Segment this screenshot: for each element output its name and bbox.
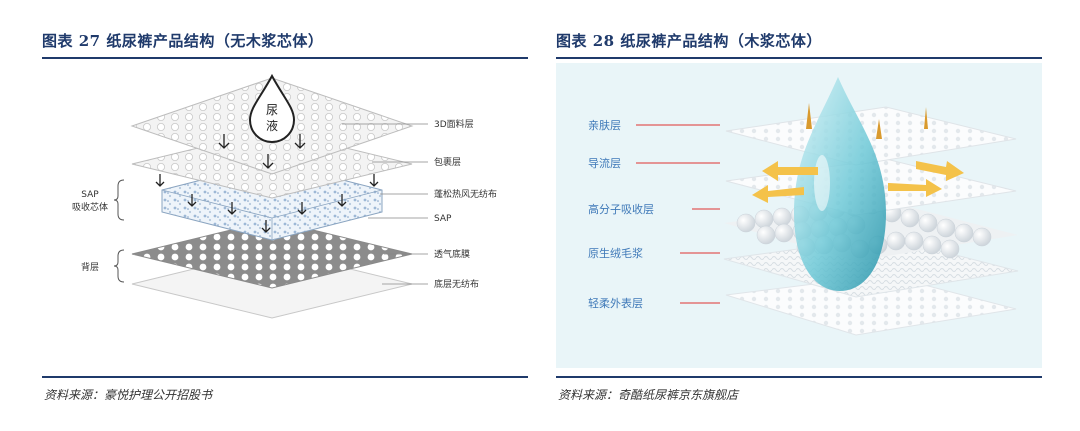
backsheet-brace — [113, 249, 125, 283]
label-hot-air-nonwoven: 蓬松热风无纺布 — [434, 188, 497, 200]
urine-drop-icon — [248, 73, 296, 143]
label-diversion: 导流层 — [588, 156, 621, 170]
drop-text-1: 尿 — [266, 103, 278, 117]
source-rule — [556, 376, 1042, 378]
label-polymer-absorbent: 高分子吸收层 — [588, 202, 654, 216]
liquid-spikes — [806, 103, 928, 139]
title-rule — [556, 57, 1042, 59]
title-rule — [42, 57, 528, 59]
label-wrap: 包裹层 — [434, 156, 461, 168]
sap-core-brace — [113, 179, 125, 221]
figure-28-source: 资料来源：奇酷纸尿裤京东旗舰店 — [558, 388, 739, 402]
figure-27-panel: 图表 27 纸尿裤产品结构（无木浆芯体） 尿 液 — [42, 0, 528, 431]
figure-27-source: 资料来源：豪悦护理公开招股书 — [44, 388, 213, 402]
figure-28-panel: 图表 28 纸尿裤产品结构（木浆芯体） — [556, 0, 1042, 431]
drop-text-2: 液 — [266, 118, 278, 133]
label-sap: SAP — [434, 214, 452, 224]
label-bottom-nonwoven: 底层无纺布 — [434, 278, 479, 290]
leader-lines — [342, 123, 428, 285]
label-3d-top: 3D面料层 — [434, 118, 474, 130]
flow-arrows — [155, 134, 379, 233]
source-rule — [42, 376, 528, 378]
group-backsheet-label: 背层 — [81, 261, 99, 273]
label-soft-outer: 轻柔外表层 — [588, 296, 643, 310]
label-fluff-pulp: 原生绒毛浆 — [588, 246, 643, 260]
group-absorbent-core-label: 吸收芯体 — [72, 201, 108, 213]
label-breathable-film: 透气底膜 — [434, 248, 470, 260]
figure-28-title: 图表 28 纸尿裤产品结构（木浆芯体） — [556, 32, 822, 50]
water-drop-icon — [794, 77, 886, 291]
diaper-structure-diagram: 尿 液 3D面料层 包裹层 蓬松热风无纺布 S — [72, 73, 497, 319]
diversion-arrows — [752, 161, 964, 203]
group-sap-label: SAP — [81, 190, 99, 200]
diaper-3d-illustration: 亲肤层 导流层 高分子吸收层 原生绒毛浆 轻柔外表层 — [556, 63, 1042, 368]
figure-27-title: 图表 27 纸尿裤产品结构（无木浆芯体） — [42, 32, 324, 50]
label-lines — [636, 124, 720, 304]
label-skin-friendly: 亲肤层 — [588, 118, 621, 132]
